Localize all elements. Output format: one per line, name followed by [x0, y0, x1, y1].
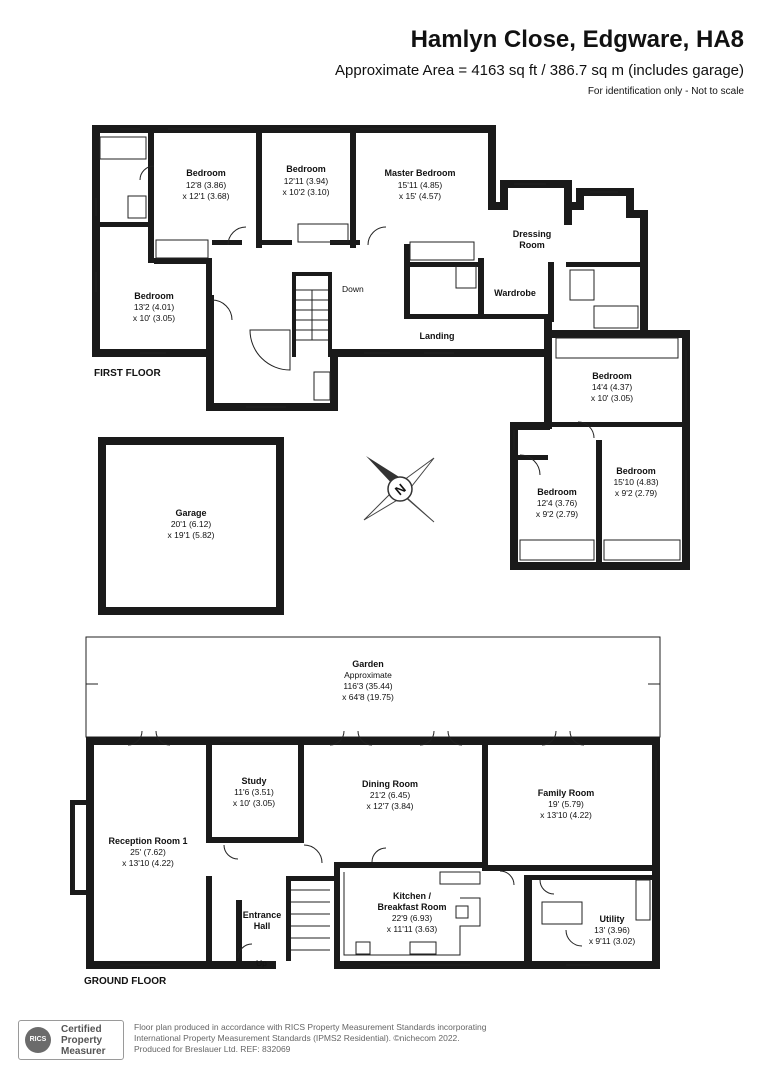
- svg-text:12'11 (3.94): 12'11 (3.94): [284, 176, 329, 186]
- svg-text:12'8 (3.86): 12'8 (3.86): [186, 180, 227, 190]
- svg-text:x 10' (3.05): x 10' (3.05): [133, 313, 175, 323]
- footer-disclaimer: Floor plan produced in accordance with R…: [134, 1022, 487, 1054]
- svg-text:20'1 (6.12): 20'1 (6.12): [171, 519, 212, 529]
- svg-text:11'6 (3.51): 11'6 (3.51): [234, 787, 274, 797]
- room-bedroom-4: Bedroom 14'4 (4.37) x 10' (3.05): [591, 371, 633, 403]
- svg-text:Approximate: Approximate: [344, 670, 392, 680]
- svg-text:Bedroom: Bedroom: [186, 168, 226, 178]
- svg-text:13' (3.96): 13' (3.96): [594, 925, 630, 935]
- svg-text:116'3 (35.44): 116'3 (35.44): [343, 681, 392, 691]
- room-reception-room: Reception Room 1 25' (7.62) x 13'10 (4.2…: [108, 836, 187, 868]
- svg-text:Study: Study: [241, 776, 266, 786]
- svg-text:x 12'1 (3.68): x 12'1 (3.68): [183, 191, 230, 201]
- svg-text:x 15' (4.57): x 15' (4.57): [399, 191, 441, 201]
- room-garage: Garage 20'1 (6.12) x 19'1 (5.82): [168, 508, 215, 540]
- svg-text:x 10' (3.05): x 10' (3.05): [233, 798, 275, 808]
- svg-text:14'4 (4.37): 14'4 (4.37): [592, 382, 633, 392]
- svg-text:x 9'2 (2.79): x 9'2 (2.79): [536, 509, 578, 519]
- svg-text:Garden: Garden: [352, 659, 384, 669]
- svg-text:x 19'1 (5.82): x 19'1 (5.82): [168, 530, 215, 540]
- room-garden: Garden Approximate 116'3 (35.44) x 64'8 …: [342, 659, 394, 702]
- svg-text:Bedroom: Bedroom: [537, 487, 577, 497]
- svg-text:Hall: Hall: [254, 921, 271, 931]
- svg-text:15'10 (4.83): 15'10 (4.83): [613, 477, 658, 487]
- svg-text:Landing: Landing: [420, 331, 455, 341]
- room-master-bedroom: Master Bedroom 15'11 (4.85) x 15' (4.57): [384, 168, 455, 201]
- room-family-room: Family Room 19' (5.79) x 13'10 (4.22): [538, 788, 595, 820]
- svg-text:22'9 (6.93): 22'9 (6.93): [392, 913, 433, 923]
- svg-text:Reception Room 1: Reception Room 1: [108, 836, 187, 846]
- svg-text:21'2 (6.45): 21'2 (6.45): [370, 790, 411, 800]
- svg-text:x 64'8 (19.75): x 64'8 (19.75): [342, 692, 394, 702]
- room-bedroom-2: Bedroom 12'11 (3.94) x 10'2 (3.10): [283, 164, 330, 197]
- svg-text:13'2 (4.01): 13'2 (4.01): [134, 302, 175, 312]
- ground-floor-label: GROUND FLOOR: [84, 976, 167, 987]
- svg-text:Dining Room: Dining Room: [362, 779, 418, 789]
- room-dressing-room: Dressing Room: [513, 229, 552, 250]
- room-bedroom-3: Bedroom 13'2 (4.01) x 10' (3.05): [133, 291, 175, 323]
- room-study: Study 11'6 (3.51) x 10' (3.05): [233, 776, 275, 808]
- room-bedroom-6: Bedroom 12'4 (3.76) x 9'2 (2.79): [536, 487, 578, 519]
- ground-floor-details: [73, 730, 657, 966]
- svg-text:12'4 (3.76): 12'4 (3.76): [537, 498, 578, 508]
- svg-text:x 9'11 (3.02): x 9'11 (3.02): [589, 936, 636, 946]
- footer: RICS Certified Property Measurer Floor p…: [18, 1018, 748, 1068]
- svg-text:x 13'10 (4.22): x 13'10 (4.22): [122, 858, 174, 868]
- room-landing: Landing: [420, 331, 455, 341]
- svg-text:Kitchen /: Kitchen /: [393, 891, 432, 901]
- svg-text:x 11'11 (3.63): x 11'11 (3.63): [387, 924, 438, 934]
- stairs-down-label: Down: [342, 284, 364, 294]
- svg-text:x 13'10 (4.22): x 13'10 (4.22): [540, 810, 592, 820]
- svg-text:Garage: Garage: [175, 508, 206, 518]
- room-entrance-hall: Entrance Hall: [243, 910, 282, 931]
- svg-text:Bedroom: Bedroom: [592, 371, 632, 381]
- svg-text:19' (5.79): 19' (5.79): [548, 799, 584, 809]
- svg-text:15'11 (4.85): 15'11 (4.85): [398, 180, 443, 190]
- page-title: Hamlyn Close, Edgware, HA8: [410, 26, 744, 53]
- compass-rose: N: [363, 456, 435, 523]
- svg-text:Room: Room: [519, 240, 545, 250]
- ground-floor-walls: [70, 737, 660, 969]
- svg-text:x 10'2 (3.10): x 10'2 (3.10): [283, 187, 330, 197]
- floor-plan: FIRST FLOOR Bedroom 12'8 (3.86) x 12'1 (…: [70, 125, 690, 987]
- rics-badge-text: Certified Property Measurer: [61, 1024, 106, 1057]
- svg-text:Entrance: Entrance: [243, 910, 282, 920]
- svg-text:Dressing: Dressing: [513, 229, 552, 239]
- first-floor-label: FIRST FLOOR: [94, 368, 161, 379]
- svg-text:Family Room: Family Room: [538, 788, 595, 798]
- area-summary: Approximate Area = 4163 sq ft / 386.7 sq…: [335, 62, 744, 79]
- svg-text:x 9'2 (2.79): x 9'2 (2.79): [615, 488, 657, 498]
- room-bedroom-5: Bedroom 15'10 (4.83) x 9'2 (2.79): [613, 466, 658, 498]
- room-bedroom-1: Bedroom 12'8 (3.86) x 12'1 (3.68): [183, 168, 230, 201]
- stairs-up-label: Up: [256, 958, 267, 968]
- svg-text:Bedroom: Bedroom: [134, 291, 174, 301]
- first-floor-details: [95, 128, 687, 561]
- room-kitchen-breakfast: Kitchen / Breakfast Room 22'9 (6.93) x 1…: [377, 891, 446, 934]
- disclaimer-note: For identification only - Not to scale: [587, 86, 744, 97]
- svg-text:Breakfast Room: Breakfast Room: [377, 902, 446, 912]
- svg-text:Bedroom: Bedroom: [616, 466, 656, 476]
- room-dining-room: Dining Room 21'2 (6.45) x 12'7 (3.84): [362, 779, 418, 811]
- rics-badge: RICS Certified Property Measurer: [18, 1020, 124, 1060]
- room-utility: Utility 13' (3.96) x 9'11 (3.02): [589, 914, 636, 946]
- svg-text:Bedroom: Bedroom: [286, 164, 326, 174]
- svg-text:Utility: Utility: [599, 914, 624, 924]
- svg-text:25' (7.62): 25' (7.62): [130, 847, 166, 857]
- svg-text:Master Bedroom: Master Bedroom: [384, 168, 455, 178]
- svg-text:x 10' (3.05): x 10' (3.05): [591, 393, 633, 403]
- svg-text:Wardrobe: Wardrobe: [494, 288, 536, 298]
- rics-logo-icon: RICS: [25, 1027, 51, 1053]
- garage-walls: [98, 437, 284, 615]
- svg-text:x 12'7 (3.84): x 12'7 (3.84): [367, 801, 414, 811]
- room-wardrobe: Wardrobe: [494, 288, 536, 298]
